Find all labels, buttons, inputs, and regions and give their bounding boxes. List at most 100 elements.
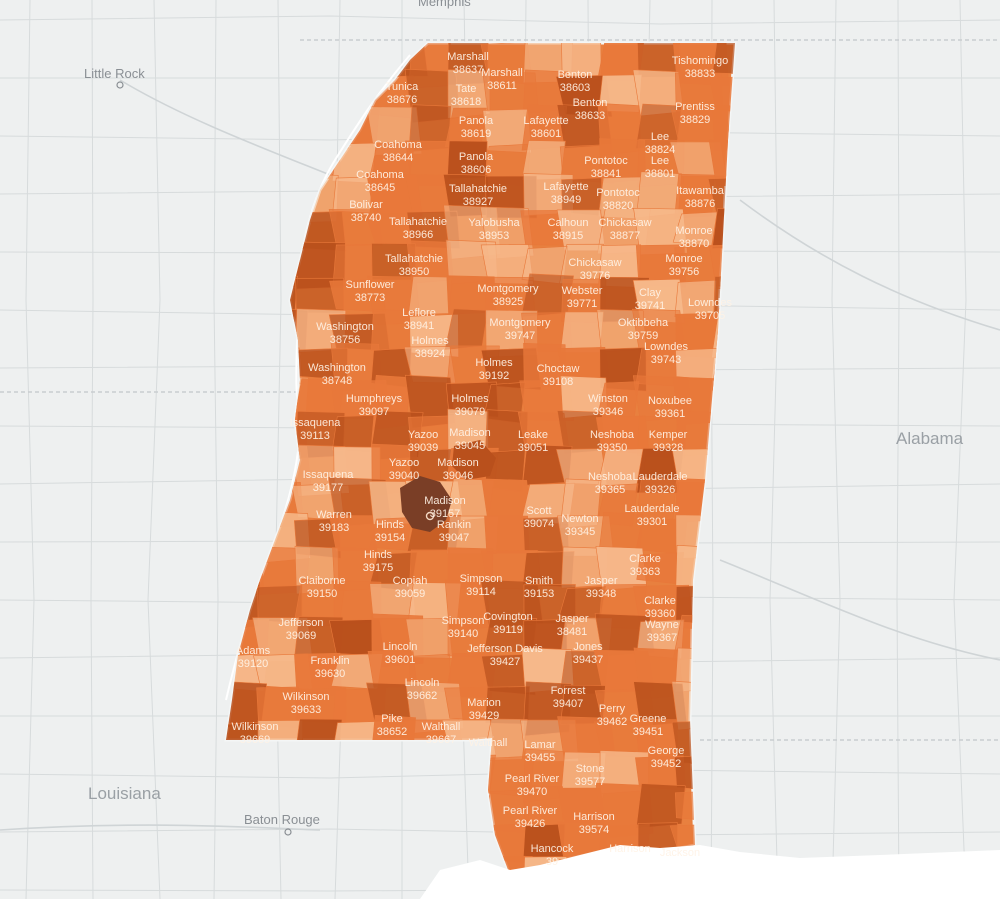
zip-code-label: 38833 <box>685 68 716 80</box>
zip-county-label: Covington <box>483 611 533 623</box>
zip-county-label: Clay <box>639 287 662 299</box>
zip-county-label: Adams <box>236 645 271 657</box>
zip-region-jackson-metro[interactable] <box>400 476 452 532</box>
zip-code-label: 38966 <box>403 229 434 241</box>
zip-county-label: Hancock <box>531 843 574 855</box>
city-dot-little-rock <box>116 81 124 89</box>
zip-region-madison[interactable] <box>452 440 496 480</box>
zip-county-label: Jasper <box>584 575 617 587</box>
region-label-louisiana: Louisiana <box>88 784 161 803</box>
zip-county-label: Lincoln <box>383 641 418 653</box>
zip-county-label: Harrison <box>573 811 615 823</box>
zip-region[interactable] <box>708 139 763 187</box>
zip-code-label: 38925 <box>493 296 524 308</box>
zip-county-label: Washington <box>308 362 366 374</box>
road <box>0 824 321 831</box>
zip-code-label: 39451 <box>633 726 664 738</box>
zip-county-label: Lauderdale <box>624 503 679 515</box>
zip-county-label: Lafayette <box>543 181 588 193</box>
zip-code-label: 39157 <box>430 508 461 520</box>
zip-county-label: Oktibbeha <box>618 317 669 329</box>
zip-county-label: Simpson <box>442 615 485 627</box>
zip-code-label: 39759 <box>628 330 659 342</box>
zip-county-label: Coahoma <box>374 139 423 151</box>
city-dot-jackson <box>425 511 435 521</box>
zip-code-label: 39367 <box>647 632 678 644</box>
zip-region[interactable] <box>711 105 764 151</box>
zip-region[interactable] <box>635 477 677 524</box>
city-label-baton-rouge: Baton Rouge <box>244 812 320 827</box>
zip-county-label: Tunica <box>386 81 419 93</box>
zip-county-label: Benton <box>573 97 608 109</box>
zip-county-label: Pearl River <box>505 773 560 785</box>
zip-code-label: 39039 <box>408 442 439 454</box>
zip-county-label: Tishomingo <box>672 55 728 67</box>
zip-code-label: 39407 <box>553 698 584 710</box>
zip-region[interactable] <box>707 177 764 219</box>
zip-region[interactable] <box>560 311 604 353</box>
zip-county-label: Bolivar <box>349 199 383 211</box>
zip-code-label: 38915 <box>553 230 584 242</box>
zip-region[interactable] <box>635 755 687 791</box>
zip-code-label: 38603 <box>560 82 591 94</box>
zip-county-label: Issaquena <box>303 469 355 481</box>
zip-code-label: 39113 <box>300 430 330 442</box>
zip-county-label: Leflore <box>402 307 436 319</box>
zip-county-label: Itawamba <box>676 185 725 197</box>
zip-code-label: 39047 <box>439 532 470 544</box>
zip-county-label: Winston <box>588 393 628 405</box>
zip-code-label: 38644 <box>383 152 414 164</box>
zip-county-label: Lee <box>651 131 669 143</box>
zip-county-label: Lowndes <box>688 297 733 309</box>
basemap-grid-line <box>25 0 35 899</box>
zip-county-label: Holmes <box>451 393 489 405</box>
zip-region[interactable] <box>369 517 412 551</box>
zip-code-label: 38924 <box>415 348 446 360</box>
zip-code-label: 38949 <box>551 194 582 206</box>
zip-county-label: Pike <box>381 713 402 725</box>
zip-county-label: Pearl River <box>503 805 558 817</box>
zip-code-label: 38637 <box>453 64 484 76</box>
zip-county-label: Montgomery <box>477 283 539 295</box>
zip-code-label: 38606 <box>461 164 492 176</box>
zip-code-label: 38481 <box>557 626 588 638</box>
zip-code-label: 39669 <box>240 734 271 746</box>
zip-code-label: 39119 <box>493 624 523 636</box>
zip-code-label: 38601 <box>531 128 562 140</box>
zip-region[interactable] <box>712 41 760 75</box>
zip-county-label: Wilkinson <box>282 691 329 703</box>
zip-code-label: 39348 <box>586 588 617 600</box>
zip-code-label: 39363 <box>630 566 661 578</box>
zip-code-label: 38756 <box>330 334 361 346</box>
zip-code-label: 38950 <box>399 266 430 278</box>
zip-county-label: Wayne <box>645 619 679 631</box>
zip-county-label: Scott <box>526 505 551 517</box>
zip-code-label: 38773 <box>355 292 386 304</box>
zip-county-label: Simpson <box>460 573 503 585</box>
zip-county-label: Rankin <box>437 519 471 531</box>
basemap-grid-line <box>0 15 1000 25</box>
zip-region[interactable] <box>484 515 530 554</box>
zip-code-label: 39427 <box>490 656 521 668</box>
zip-county-label: Jackson <box>660 847 700 859</box>
zip-region[interactable] <box>709 75 765 115</box>
zip-county-label: Neshoba <box>588 471 633 483</box>
zip-code-label: 39365 <box>595 484 626 496</box>
zip-code-label: 39437 <box>573 654 604 666</box>
zip-county-label: Noxubee <box>648 395 692 407</box>
zip-code-label: 39747 <box>505 330 536 342</box>
zip-county-label: Hinds <box>364 549 393 561</box>
zip-code-label: 39150 <box>307 588 338 600</box>
zip-code-label: 39426 <box>515 818 546 830</box>
zip-county-label: Clarke <box>629 553 661 565</box>
zip-region[interactable] <box>635 783 686 829</box>
zip-code-label: 38870 <box>679 238 710 250</box>
zip-county-label: Walthall <box>469 737 508 749</box>
zip-code-label: 38748 <box>322 375 353 387</box>
zip-county-label: Kemper <box>649 429 688 441</box>
zip-county-label: Monroe <box>675 225 712 237</box>
zip-county-label: Neshoba <box>590 429 635 441</box>
zip-code-label: 38941 <box>404 320 435 332</box>
